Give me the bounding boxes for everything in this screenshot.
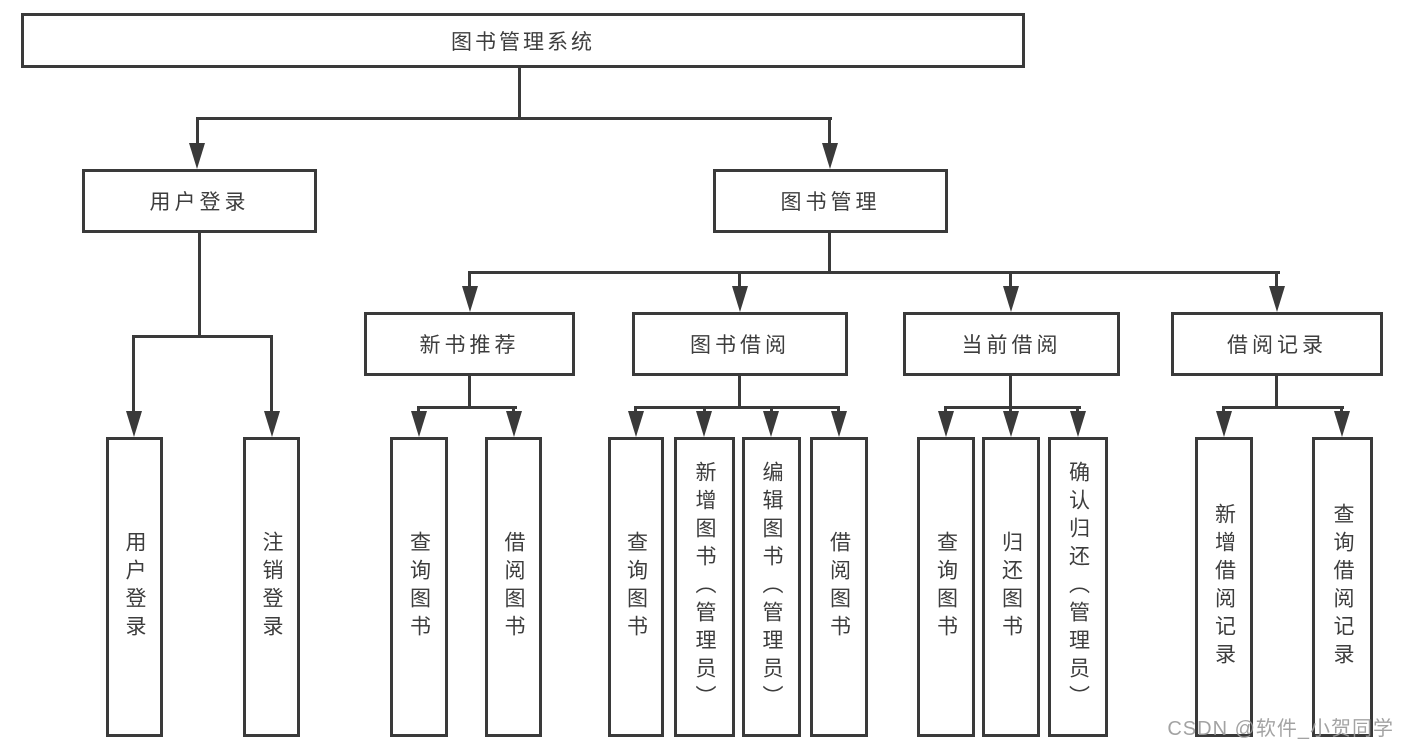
arrow-down-cb-confirm-icon <box>1070 411 1086 437</box>
edge-book-mgmt-branch <box>468 271 1280 274</box>
leaf-bb-borrow-books: 借阅图书 <box>810 437 868 737</box>
edge-new-book-branch <box>417 406 517 409</box>
edge-borrow-records-stem <box>1275 376 1278 409</box>
arrow-down-nb-query-icon <box>411 411 427 437</box>
edge-book-mgmt-shaft <box>828 117 831 145</box>
edge-root-branch <box>196 117 832 120</box>
csdn-watermark: CSDN @软件_小贺同学 <box>1167 718 1394 740</box>
edge-nb-query-shaft <box>417 406 420 414</box>
edge-nb-borrow-shaft <box>512 406 515 414</box>
edge-logout-leaf-shaft <box>270 335 273 415</box>
edge-bb-query-shaft <box>634 406 637 414</box>
edge-br-query-shaft <box>1340 406 1343 414</box>
arrow-down-nb-borrow-icon <box>506 411 522 437</box>
node-user-login: 用户登录 <box>82 169 317 233</box>
arrow-down-login-leaf-icon <box>126 411 142 437</box>
arrow-down-bb-edit-icon <box>763 411 779 437</box>
node-book-borrowing: 图书借阅 <box>632 312 848 376</box>
node-current-borrowing: 当前借阅 <box>903 312 1120 376</box>
edge-book-borrow-stem <box>738 376 741 409</box>
leaf-bb-add-books-admin: 新增图书（管理员） <box>674 437 735 737</box>
edge-book-mgmt-stem <box>828 233 831 274</box>
arrow-down-current-borrow-icon <box>1003 286 1019 312</box>
node-library-management-system: 图书管理系统 <box>21 13 1025 68</box>
leaf-bb-edit-books-admin: 编辑图书（管理员） <box>742 437 801 737</box>
arrow-down-bb-borrow-icon <box>831 411 847 437</box>
arrow-down-book-mgmt-icon <box>822 143 838 169</box>
arrow-down-new-book-icon <box>462 286 478 312</box>
arrow-down-bb-query-icon <box>628 411 644 437</box>
edge-borrow-records-shaft <box>1275 271 1278 289</box>
edge-cb-confirm-shaft <box>1076 406 1079 414</box>
leaf-user-login: 用户登录 <box>106 437 163 737</box>
leaf-cb-return-books: 归还图书 <box>982 437 1040 737</box>
arrow-down-cb-return-icon <box>1003 411 1019 437</box>
leaf-logout: 注销登录 <box>243 437 300 737</box>
edge-user-login-stem <box>198 233 201 337</box>
edge-root-stem <box>518 66 521 117</box>
edge-current-borrow-branch <box>944 406 1081 409</box>
edge-bb-borrow-shaft <box>837 406 840 414</box>
edge-user-login-branch <box>132 335 273 338</box>
node-new-book-recommend: 新书推荐 <box>364 312 575 376</box>
leaf-cb-confirm-return-admin: 确认归还（管理员） <box>1048 437 1108 737</box>
edge-bb-edit-shaft <box>770 406 773 414</box>
arrow-down-borrow-records-icon <box>1269 286 1285 312</box>
edge-user-login-shaft <box>196 117 199 145</box>
leaf-br-add-record: 新增借阅记录 <box>1195 437 1253 737</box>
edge-cb-return-shaft <box>1009 406 1012 414</box>
arrow-down-bb-add-icon <box>696 411 712 437</box>
edge-book-borrow-shaft <box>738 271 741 289</box>
edge-new-book-stem <box>468 376 471 409</box>
node-borrowing-records: 借阅记录 <box>1171 312 1383 376</box>
edge-current-borrow-stem <box>1009 376 1012 409</box>
arrow-down-cb-query-icon <box>938 411 954 437</box>
leaf-nb-query-books: 查询图书 <box>390 437 448 737</box>
arrow-down-book-borrow-icon <box>732 286 748 312</box>
leaf-nb-borrow-books: 借阅图书 <box>485 437 542 737</box>
arrow-down-logout-leaf-icon <box>264 411 280 437</box>
arrow-down-br-add-icon <box>1216 411 1232 437</box>
edge-br-add-shaft <box>1222 406 1225 414</box>
edge-new-book-shaft <box>468 271 471 289</box>
edge-cb-query-shaft <box>944 406 947 414</box>
leaf-cb-query-books: 查询图书 <box>917 437 975 737</box>
edge-bb-add-shaft <box>703 406 706 414</box>
arrow-down-user-login-icon <box>189 143 205 169</box>
leaf-br-query-record: 查询借阅记录 <box>1312 437 1373 737</box>
edge-current-borrow-shaft <box>1009 271 1012 289</box>
edge-book-borrow-branch <box>634 406 840 409</box>
edge-borrow-records-branch <box>1222 406 1344 409</box>
arrow-down-br-query-icon <box>1334 411 1350 437</box>
leaf-bb-query-books: 查询图书 <box>608 437 664 737</box>
node-book-management: 图书管理 <box>713 169 948 233</box>
edge-login-leaf-shaft <box>132 335 135 415</box>
